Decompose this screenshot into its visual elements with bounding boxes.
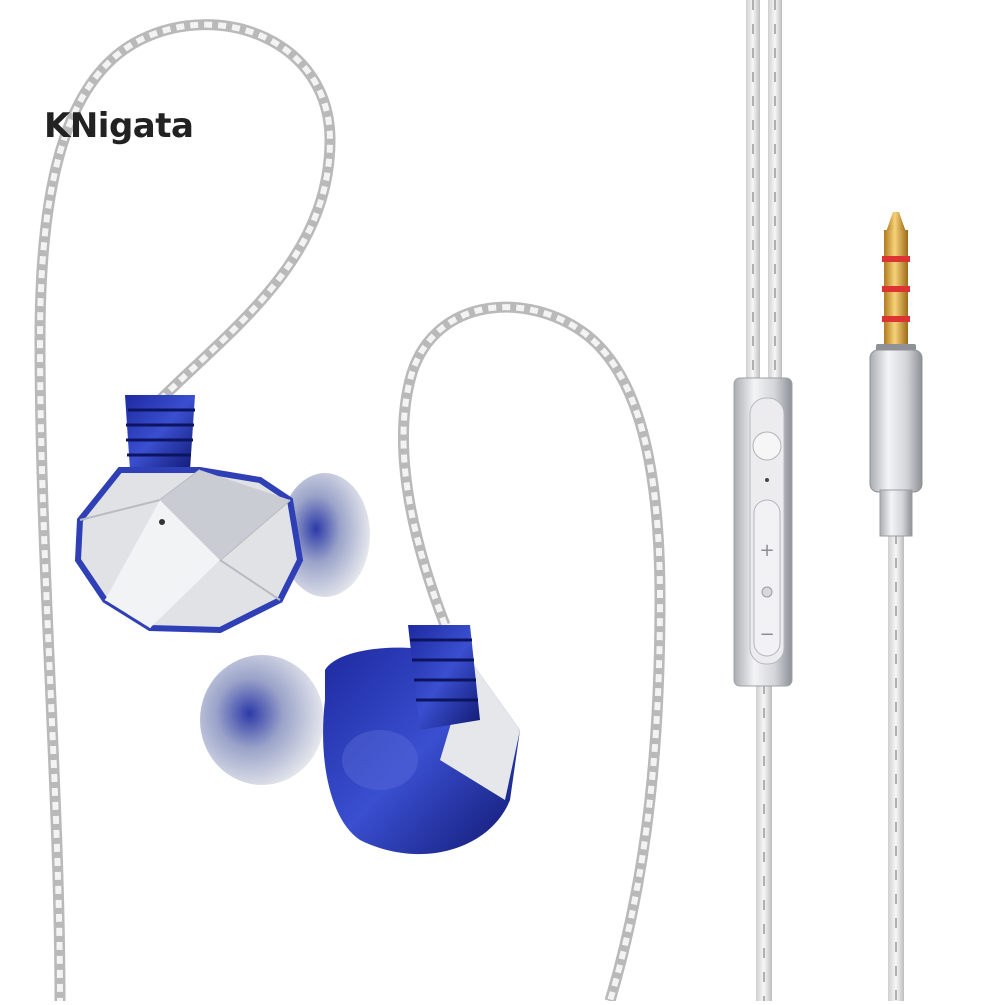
left-cable bbox=[34, 19, 336, 1002]
right-earbud bbox=[200, 625, 520, 855]
inline-remote: + − bbox=[733, 377, 793, 687]
volume-up-icon: + bbox=[759, 540, 774, 561]
multifunction-button[interactable] bbox=[752, 431, 782, 461]
main-cables bbox=[746, 0, 904, 1001]
left-earbud bbox=[74, 395, 370, 634]
volume-rocker[interactable] bbox=[753, 499, 781, 657]
audio-jack bbox=[869, 212, 923, 537]
right-cable bbox=[397, 301, 666, 1003]
microphone-icon bbox=[765, 478, 769, 482]
volume-down-icon: − bbox=[759, 624, 774, 645]
brand-logo-text: KNigata bbox=[44, 106, 194, 146]
